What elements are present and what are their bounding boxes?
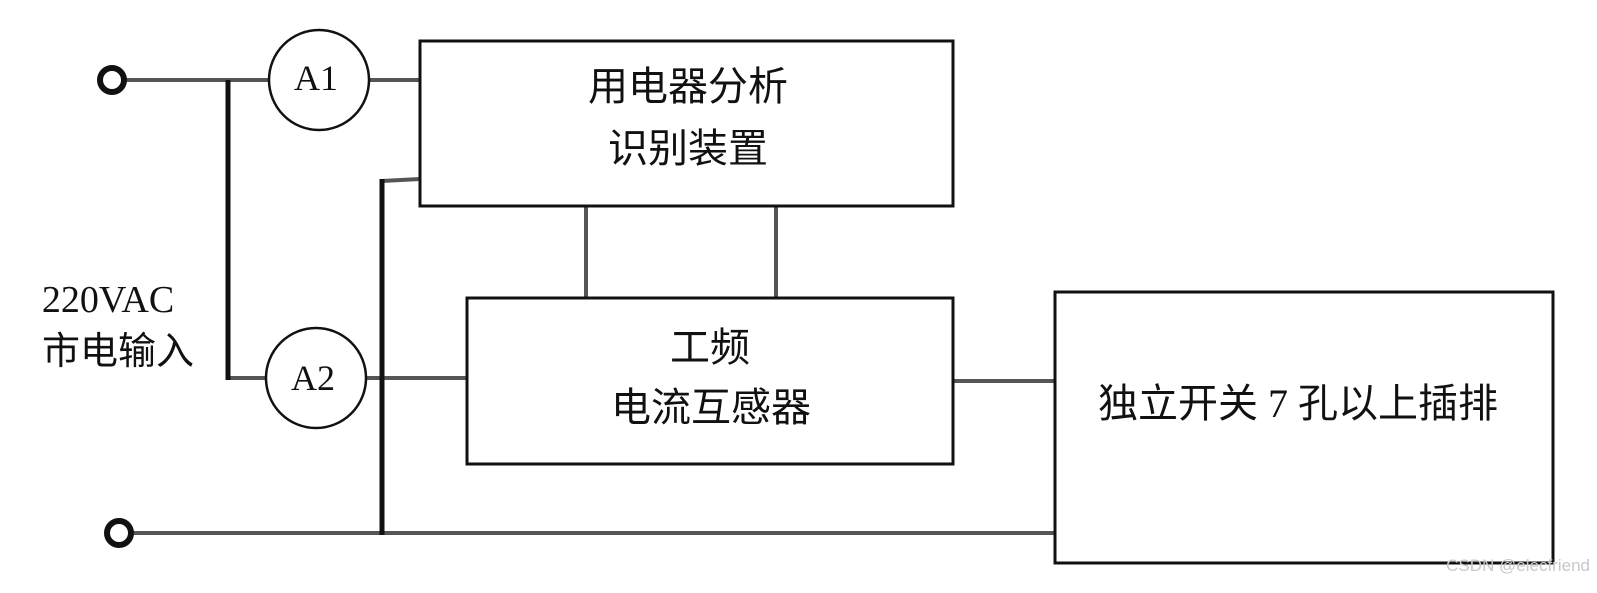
analyzer-box-frame xyxy=(418,39,955,208)
terminal-bottom xyxy=(104,518,134,548)
source-input-label: 市电输入 xyxy=(42,331,194,373)
watermark: CSDN @elecfriend xyxy=(1446,556,1590,575)
wire-neutral-to-analyzer xyxy=(381,177,421,183)
ammeter-a2-label: A2 xyxy=(291,358,335,398)
ammeter-a2: A2 xyxy=(264,326,368,430)
power-strip-box: 独立开关 7 孔以上插排 xyxy=(1053,290,1555,565)
ammeter-a1-label: A1 xyxy=(294,58,338,98)
power-strip-box-frame xyxy=(1053,290,1555,565)
analyzer-label-line1: 用电器分析 xyxy=(588,64,788,109)
transformer-box-frame xyxy=(465,296,955,466)
ammeter-a1: A1 xyxy=(267,28,371,132)
terminal-top xyxy=(97,65,127,95)
bus-lines xyxy=(225,80,385,535)
analyzer-box: 用电器分析 识别装置 xyxy=(418,39,955,208)
ammeter-a2-circle xyxy=(264,326,368,430)
transformer-label-line2: 电流互感器 xyxy=(611,385,811,430)
transformer-label-line1: 工频 xyxy=(670,325,750,370)
transformer-box: 工频 电流互感器 xyxy=(465,296,955,466)
ammeter-a1-circle xyxy=(267,28,371,132)
analyzer-label-line2: 识别装置 xyxy=(608,126,768,171)
power-strip-label: 独立开关 7 孔以上插排 xyxy=(1098,381,1498,426)
source-voltage-label: 220VAC xyxy=(42,279,174,321)
